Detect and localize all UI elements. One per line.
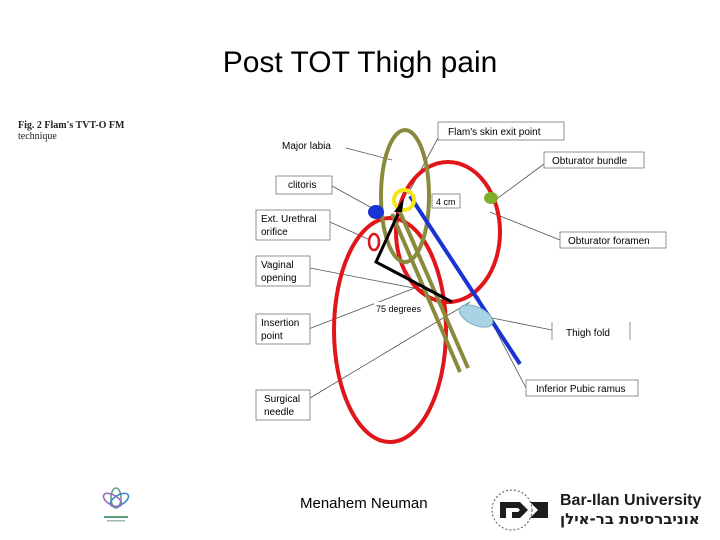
pubic-ramus-label: Inferior Pubic ramus (536, 384, 625, 395)
pubic-ramus-line (408, 194, 522, 366)
vaginal-label-2: opening (261, 273, 297, 284)
thigh-fold-blob (458, 304, 494, 328)
obturator-foramen-label: Obturator foramen (568, 236, 650, 247)
connector-lines (305, 137, 561, 399)
thigh-fold-label: Thigh fold (566, 328, 610, 339)
bar-ilan-logo (491, 489, 548, 531)
insertion-label-2: point (261, 331, 283, 342)
connector-thigh-fold (481, 315, 553, 331)
university-name-he: אוניברסיטת בר-אילן (560, 510, 700, 528)
label-boxes: Major labia clitoris Ext. Urethral orifi… (255, 121, 667, 421)
connector-urethral (329, 221, 371, 241)
skin-exit-circle (392, 188, 416, 212)
urethral-oval (367, 232, 381, 252)
urethral-label-2: orifice (261, 227, 288, 238)
connector-obturator-bundle (497, 163, 545, 199)
obturator-bundle-dot (484, 192, 498, 204)
connector-obturator-foramen (489, 211, 561, 241)
major-labia-box (278, 138, 346, 152)
surgical-needle-line-a (390, 213, 462, 373)
figure-caption-line2: technique (18, 131, 57, 142)
slide-title: Post TOT Thigh pain (222, 46, 498, 79)
obturator-bundle-box (543, 151, 645, 169)
insertion-box (255, 313, 311, 345)
major-labia-oval (379, 128, 431, 264)
vaginal-box (255, 255, 311, 287)
urethral-label-1: Ext. Urethral (261, 214, 317, 225)
vaginal-label-1: Vaginal (261, 260, 294, 271)
surgical-label-1: Surgical (264, 394, 300, 405)
left-logo-icon (102, 487, 130, 522)
skin-exit-label: Flam's skin exit point (448, 127, 541, 138)
obturator-bundle-label: Obturator bundle (552, 156, 627, 167)
figure-caption-line1: Fig. 2 Flam's TVT-O FM (18, 120, 125, 131)
thigh-fold-box (552, 324, 630, 340)
distance-box (431, 193, 461, 209)
obturator-foramen-box (559, 231, 667, 249)
surgical-box (255, 389, 311, 421)
red-large-oval (332, 216, 448, 444)
distance-label: 4 cm (436, 197, 456, 207)
clitoris-dot (368, 205, 384, 219)
university-name-en: Bar-Ilan University (560, 492, 702, 509)
surgical-needle-line-b (398, 211, 470, 369)
major-labia-label: Major labia (282, 141, 331, 152)
angle-lines (374, 213, 453, 304)
pubic-ramus-box (525, 379, 639, 397)
insertion-label-1: Insertion (261, 318, 299, 329)
seal-ring-icon (491, 489, 533, 531)
figure-caption: Fig. 2 Flam's TVT-O FM technique (18, 120, 124, 142)
seal-letter-icon (500, 502, 528, 518)
clitoris-label: clitoris (288, 180, 316, 191)
urethral-box (255, 209, 331, 241)
connector-surgical (309, 301, 471, 399)
clitoris-box (275, 175, 333, 195)
connector-vaginal (309, 267, 425, 291)
skin-exit-box (437, 121, 565, 141)
surgical-label-2: needle (264, 407, 294, 418)
connector-skin-exit (407, 137, 439, 195)
seal-letter2-icon (530, 502, 548, 518)
connector-clitoris (331, 185, 373, 209)
angle-box (374, 302, 422, 314)
angle-arrowhead (394, 198, 404, 212)
angle-label: 75 degrees (376, 304, 422, 314)
footer-author: Menahem Neuman (300, 495, 428, 512)
connector-insertion (305, 285, 421, 331)
obturator-foramen-oval (394, 160, 502, 304)
